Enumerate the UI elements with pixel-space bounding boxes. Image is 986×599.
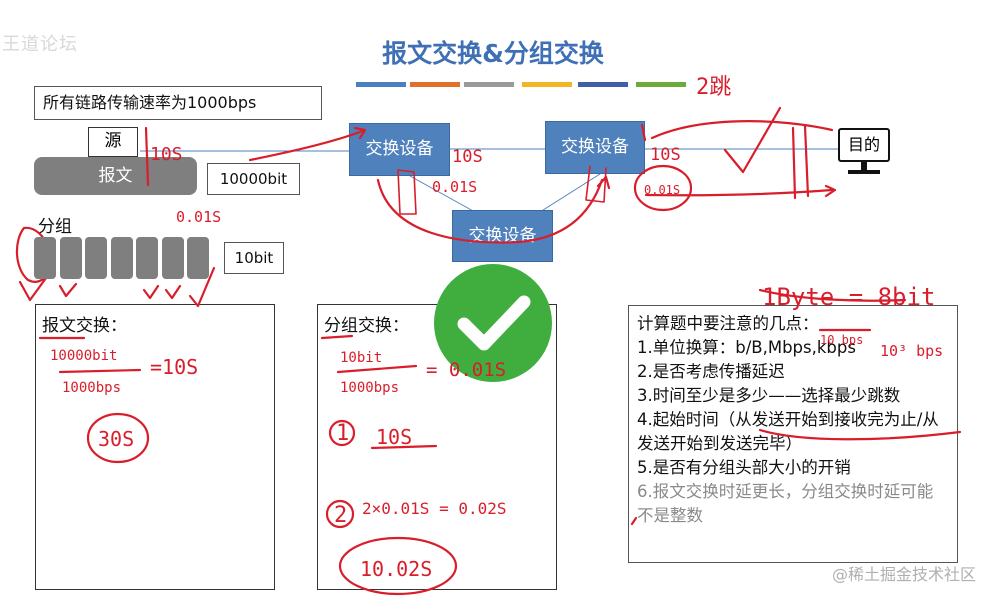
hw-packet-hop: 0.01S [432, 178, 477, 196]
hw-kbps-note: 10³ bps [880, 342, 943, 360]
title-stripe-6 [636, 82, 686, 87]
tip-item-2: 2.是否考虑传播延迟 [637, 362, 785, 381]
hw-pkt-numerator: 10bit [340, 350, 382, 366]
message-size: 10000bit [207, 163, 300, 195]
packet-block [85, 237, 107, 279]
message-bar: 报文 [34, 157, 197, 195]
hw-packet-small: 0.01S [176, 208, 221, 226]
rate-note: 所有链路传输速率为1000bps [34, 86, 322, 120]
title-stripe-5 [578, 82, 628, 87]
title-stripe-2 [410, 82, 460, 87]
title-stripe-1 [356, 82, 406, 87]
hw-step2-mark: 2 [334, 503, 347, 528]
message-switching-panel: 报文交换： [35, 304, 275, 590]
packet-switching-panel: 分组交换： [317, 304, 557, 590]
site-watermark: @稀土掘金技术社区 [831, 565, 976, 584]
switch-device-1: 交换设备 [349, 123, 450, 176]
hw-kb-note: 10 bps [820, 333, 863, 347]
hw-pkt-denominator: 1000bps [340, 380, 399, 396]
tip-item-4: 4.起始时间（从发送开始到接收完为止/从发送开始到发送完毕） [637, 410, 939, 453]
packet-block [59, 237, 82, 279]
switch-device-2: 交换设备 [545, 121, 645, 174]
tips-title: 计算题中要注意的几点： [637, 314, 819, 333]
monitor-icon [848, 161, 880, 174]
hw-final-value: 10.02S [360, 557, 432, 581]
hw-circled-small: 0.01S [644, 183, 680, 197]
hw-byte-note: 1Byte = 8bit [762, 283, 935, 311]
packet-panel-title: 分组交换： [324, 316, 409, 336]
hw-hop-time-1: 10S [150, 144, 183, 165]
packet-block [110, 237, 133, 279]
hw-two-hops: 2跳 [696, 75, 731, 100]
title-stripe-4 [522, 82, 572, 87]
tip-item-5: 5.是否有分组头部大小的开销 [637, 458, 851, 477]
hw-msg-numerator: 10000bit [50, 348, 117, 364]
tip-item-1: 1.单位换算：b/B,Mbps,kbps [637, 338, 856, 357]
packet-label: 分组 [38, 217, 72, 237]
hw-hop-time-3: 10S [650, 145, 681, 165]
watermark-logo: 王道论坛 [2, 34, 78, 55]
hw-pkt-result: = 0.01S [426, 359, 506, 381]
source-node: 源 [88, 127, 138, 157]
hw-step2-value: 2×0.01S = 0.02S [362, 499, 507, 518]
packet-block [161, 237, 184, 279]
hw-step1-value: 10S [376, 425, 412, 449]
tips-panel: 计算题中要注意的几点： 1.单位换算：b/B,Mbps,kbps 2.是否考虑传… [628, 305, 958, 563]
tip-item-6: 6.报文交换时延更长，分组交换时延可能不是整数 [637, 482, 934, 525]
check-badge-icon [434, 264, 552, 382]
message-panel-title: 报文交换： [42, 316, 127, 336]
hw-step1-mark: 1 [336, 421, 349, 446]
packet-block [136, 237, 158, 279]
hw-msg-denominator: 1000bps [62, 380, 121, 396]
title-stripe-3 [464, 82, 514, 87]
hw-msg-result: =10S [150, 355, 198, 379]
packet-size: 10bit [224, 242, 284, 274]
destination-node: 目的 [838, 128, 890, 178]
tip-item-3: 3.时间至少是多少——选择最少跳数 [637, 386, 901, 405]
hw-hop-time-2: 10S [452, 147, 483, 167]
hw-msg-total: 30S [98, 427, 134, 451]
slide-title: 报文交换&分组交换 [382, 39, 604, 68]
packet-block [34, 237, 56, 279]
packet-block [187, 237, 209, 279]
